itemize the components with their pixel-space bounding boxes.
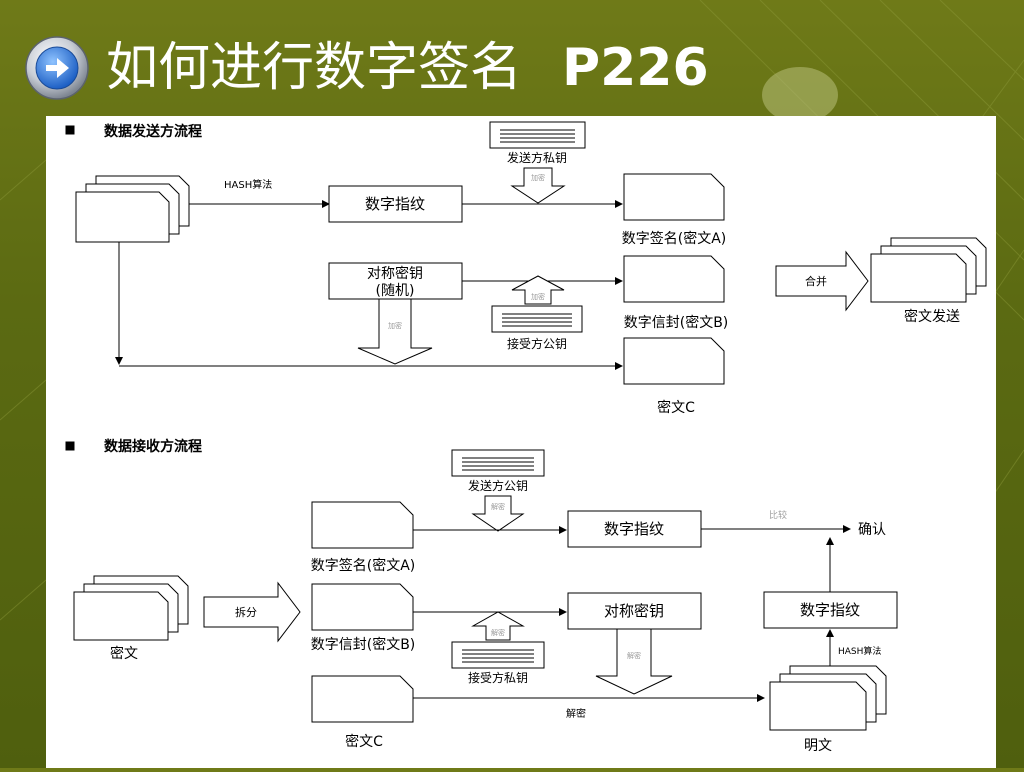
- receive-sym-key-text: 对称密钥: [604, 602, 664, 620]
- receive-compare-label: 比较: [769, 509, 787, 521]
- receive-decrypt-label: 解密: [491, 502, 505, 511]
- receive-digest-right-text: 数字指纹: [800, 601, 860, 619]
- receive-plaintext-label: 明文: [804, 738, 832, 754]
- receive-public-key-icon: [451, 449, 545, 477]
- receive-split-label: 拆分: [235, 605, 257, 619]
- send-cipher-c-label: 密文C: [657, 399, 695, 416]
- receive-signature-doc-icon: [311, 501, 414, 549]
- receive-envelope-doc-icon: [311, 583, 414, 631]
- send-signature-doc-icon: [623, 173, 725, 221]
- receive-sym-decrypt-label: 解密: [627, 651, 641, 660]
- send-encrypt-label: 加密: [531, 173, 545, 182]
- send-source-docs-icon: [75, 175, 190, 243]
- send-pubkey-arrow-up: [511, 275, 565, 305]
- receive-plaintext-docs-icon: [769, 665, 887, 731]
- send-cipher-c-doc-icon: [623, 337, 725, 385]
- send-cipher-send-label: 密文发送: [904, 308, 960, 325]
- receive-signature-label: 数字签名(密文A): [311, 557, 416, 574]
- send-sym-encrypt-label: 加密: [388, 321, 402, 330]
- send-private-key-label: 发送方私钥: [507, 150, 567, 165]
- title-row: 如何进行数字签名 P226: [24, 28, 709, 108]
- receive-envelope-label: 数字信封(密文B): [311, 636, 416, 653]
- send-bullet: [65, 125, 75, 135]
- receive-public-key-label: 发送方公钥: [468, 478, 528, 493]
- send-private-key-icon: [489, 121, 586, 149]
- page-code: P226: [562, 38, 709, 98]
- send-merge-label: 合并: [805, 274, 827, 288]
- send-sym-key-box: [328, 262, 463, 300]
- send-sym-encrypt-arrow-down: [357, 298, 433, 365]
- arrow-circle-icon: [25, 36, 89, 100]
- send-pubkey-encrypt-label: 加密: [531, 292, 545, 301]
- receive-private-key-icon: [451, 641, 545, 669]
- receive-digest-right-box: [763, 591, 898, 629]
- send-hash-label: HASH算法: [224, 178, 272, 191]
- send-public-key-label: 接受方公钥: [507, 336, 567, 351]
- receive-private-key-label: 接受方私钥: [468, 670, 528, 685]
- receive-confirm-label: 确认: [858, 522, 886, 538]
- receive-heading: 数据接收方流程: [104, 438, 202, 455]
- send-envelope-doc-icon: [623, 255, 725, 303]
- send-cipher-send-docs-icon: [870, 237, 987, 303]
- receive-hash-label: HASH算法: [838, 645, 881, 657]
- send-sym-key-line2: (随机): [376, 283, 415, 299]
- receive-cipher-label: 密文: [110, 645, 138, 662]
- receive-decrypt-arrow-down: [471, 495, 525, 532]
- receive-privkey-decrypt-label: 解密: [491, 628, 505, 637]
- receive-split-arrow: [203, 581, 301, 643]
- diagram-panel: 数据发送方流程 HASH算法 数字指纹 发送方私钥 加密 数字签名(密文A) 对…: [46, 116, 996, 768]
- receive-cipher-docs-icon: [73, 575, 189, 641]
- flow-diagram: 数据发送方流程 HASH算法 数字指纹 发送方私钥 加密 数字签名(密文A) 对…: [65, 121, 987, 754]
- send-signature-label: 数字签名(密文A): [622, 230, 727, 247]
- send-envelope-label: 数字信封(密文B): [624, 314, 729, 331]
- receive-bullet: [65, 441, 75, 451]
- receive-cipher-c-doc-icon: [311, 675, 414, 723]
- send-public-key-icon: [491, 305, 583, 333]
- send-sym-key-line1: 对称密钥: [367, 265, 423, 282]
- receive-decrypt-bottom-label: 解密: [566, 707, 586, 720]
- receive-digest-top-text: 数字指纹: [604, 520, 664, 538]
- send-heading: 数据发送方流程: [104, 123, 202, 140]
- send-digest-text: 数字指纹: [365, 195, 425, 213]
- receive-cipher-c-label: 密文C: [345, 733, 383, 750]
- receive-privkey-arrow-up: [471, 611, 525, 641]
- send-encrypt-arrow-down: [510, 167, 566, 204]
- receive-digest-top-box: [567, 510, 702, 548]
- title-text: 如何进行数字签名: [106, 38, 523, 98]
- send-merge-arrow: [775, 250, 869, 312]
- receive-sym-decrypt-arrow-down: [595, 628, 673, 695]
